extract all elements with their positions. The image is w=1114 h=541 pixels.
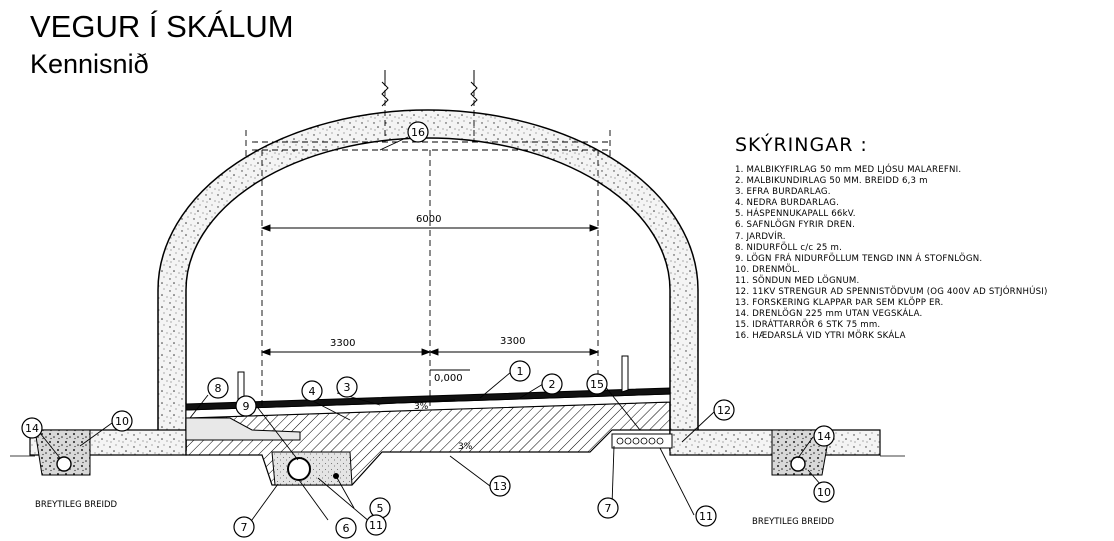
callout-number: 11: [699, 510, 713, 523]
left-drain-trench: [34, 429, 91, 476]
legend-item: 15. IDRÁTTARRÖR 6 STK 75 mm.: [735, 320, 881, 331]
callout-10: 10: [813, 481, 835, 503]
callout-3: 3: [336, 376, 358, 398]
page-title: VEGUR Í SKÁLUM: [30, 9, 294, 44]
callout-7: 7: [233, 516, 255, 538]
callout-12: 12: [713, 399, 735, 421]
legend-item: 11. SÖNDUN MED LÖGNUM.: [735, 275, 860, 286]
callout-14: 14: [813, 425, 835, 447]
legend-item: 5. HÁSPENNUKAPALL 66kV.: [735, 209, 856, 220]
callout-11: 11: [695, 505, 717, 527]
left-drain-pipe: [56, 456, 72, 472]
callout-number: 10: [817, 486, 831, 499]
callout-number: 13: [493, 480, 507, 493]
callout-6: 6: [335, 517, 357, 539]
right-drain-pipe: [790, 456, 806, 472]
callout-11: 11: [365, 514, 387, 536]
page-subtitle: Kennisnið: [30, 49, 149, 79]
callout-number: 11: [369, 519, 383, 532]
callout-4: 4: [301, 380, 323, 402]
callout-10: 10: [111, 410, 133, 432]
legend-item: 8. NIDURFÖLL c/c 25 m.: [735, 242, 843, 253]
base-slope: 3%: [458, 442, 473, 452]
callout-9: 9: [235, 395, 257, 417]
legend-item: 7. JARDVÍR.: [735, 231, 786, 242]
road-slope: 3%: [414, 402, 429, 412]
dimension-lines: [260, 224, 600, 405]
callout-number: 8: [215, 382, 222, 395]
callout-7: 7: [597, 497, 619, 519]
variable-width-right-label: BREYTILEG BREIDD: [752, 517, 835, 527]
legend-title: SKÝRINGAR :: [735, 134, 868, 156]
legend-list: 1. MALBIKYFIRLAG 50 mm MED LJÓSU MALAREF…: [735, 165, 1048, 343]
conduit-pipes: [616, 437, 664, 445]
sand-trench: [271, 451, 353, 486]
callout-2: 2: [541, 373, 563, 395]
callout-number: 1: [517, 365, 524, 378]
callout-number: 7: [605, 502, 612, 515]
callout-number: 14: [817, 430, 831, 443]
legend: SKÝRINGAR : 1. MALBIKYFIRLAG 50 mm MED L…: [735, 134, 1048, 343]
legend-item: 1. MALBIKYFIRLAG 50 mm MED LJÓSU MALAREF…: [735, 165, 962, 175]
concrete-arch-shell: [157, 109, 699, 451]
callout-1: 1: [509, 360, 531, 382]
callout-15: 15: [586, 373, 608, 395]
legend-item: 13. FORSKERING KLAPPAR ÞAR SEM KLÖPP ER.: [735, 298, 944, 309]
legend-item: 6. SAFNLÖGN FYRIR DREN.: [735, 220, 856, 231]
dimension-total-width: 6000: [416, 214, 441, 225]
callout-number: 16: [411, 126, 425, 139]
callout-number: 9: [243, 400, 250, 413]
legend-item: 16. HÆDARSLÁ VID YTRI MÖRK SKÁLA: [735, 331, 906, 342]
dimension-half-left: 3300: [330, 338, 355, 349]
callout-number: 15: [590, 378, 604, 391]
elevation-value: 0,000: [434, 373, 463, 384]
callout-13: 13: [489, 475, 511, 497]
legend-item: 14. DRENLÖGN 225 mm UTAN VEGSKÁLA.: [735, 309, 923, 320]
legend-item: 10. DRENMÖL.: [735, 264, 800, 275]
dimension-half-right: 3300: [500, 336, 525, 347]
callout-16: 16: [407, 121, 429, 143]
callout-number: 3: [344, 381, 351, 394]
legend-item: 12. 11KV STRENGUR AD SPENNISTÖDVUM (OG 4…: [735, 287, 1048, 298]
callout-number: 12: [717, 404, 731, 417]
legend-item: 2. MALBIKUNDIRLAG 50 MM. BREIDD 6,3 m: [735, 176, 928, 187]
callout-leaders: [35, 136, 828, 525]
callout-number: 7: [241, 521, 248, 534]
callout-number: 4: [309, 385, 316, 398]
legend-item: 4. NEDRA BURDARLAG.: [735, 198, 840, 209]
callout-number: 5: [377, 502, 384, 515]
callout-number: 14: [25, 422, 39, 435]
callout-number: 10: [115, 415, 129, 428]
height-bar: [381, 70, 478, 107]
collector-pipe: [287, 457, 311, 481]
conduit-box: [611, 433, 673, 449]
legend-item: 9. LÖGN FRÁ NIDURFÖLLUM TENGD INN Á STOF…: [735, 253, 983, 264]
callout-8: 8: [207, 377, 229, 399]
left-gutter: [185, 417, 301, 441]
callout-14: 14: [21, 417, 43, 439]
variable-width-left-label: BREYTILEG BREIDD: [35, 500, 118, 510]
callout-number: 6: [343, 522, 350, 535]
callout-number: 2: [549, 378, 556, 391]
clearance-envelope: [245, 70, 611, 410]
legend-item: 3. EFRA BURDARLAG.: [735, 187, 831, 198]
